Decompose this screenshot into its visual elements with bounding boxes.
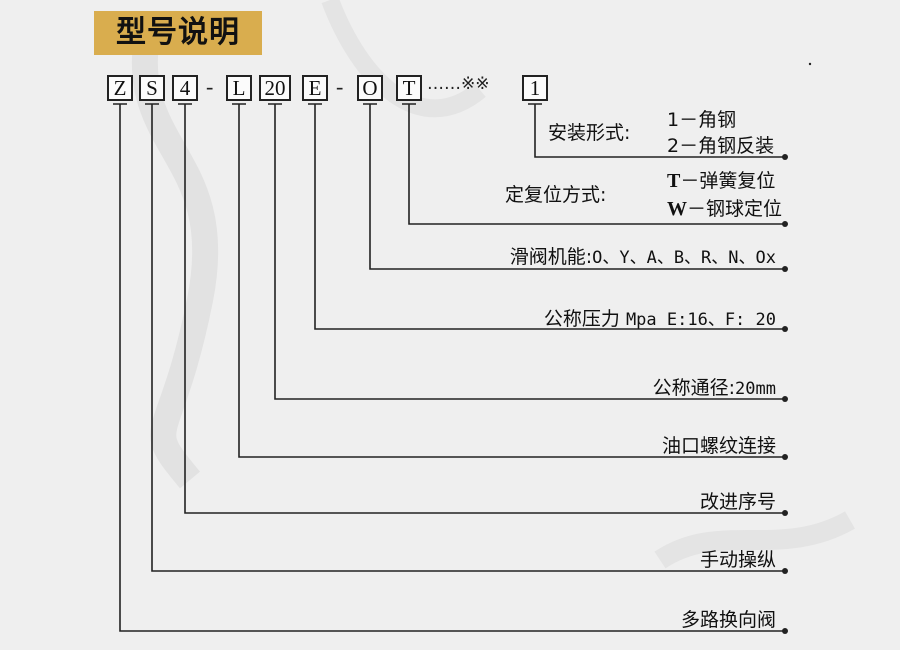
install-option-2: 2－角钢反装 xyxy=(667,135,775,157)
code-box-s: S xyxy=(139,75,165,101)
code-dash: - xyxy=(206,74,214,99)
thread-label: 油口螺纹连接 xyxy=(661,435,776,457)
bore-prefix: 公称通径: xyxy=(652,377,736,399)
pressure-value: Mpa E:16、F: 20 xyxy=(625,310,776,330)
code-box-l: L xyxy=(226,75,252,101)
install-option-1: 1－角钢 xyxy=(667,109,737,131)
code-box-e: E xyxy=(302,75,328,101)
pressure-label: 公称压力 Mpa E:16、F: 20 xyxy=(544,304,776,331)
multiway-valve-label: 多路换向阀 xyxy=(680,609,776,631)
valve-function-value: O、Y、A、B、R、N、Ox xyxy=(592,248,776,268)
manual-label: 手动操纵 xyxy=(699,549,776,571)
install-type-label: 安装形式: xyxy=(548,122,631,144)
bore-label: 公称通径:20mm xyxy=(653,373,776,400)
revision-label: 改进序号 xyxy=(699,491,776,513)
reset-type-label: 定复位方式: xyxy=(505,184,607,206)
valve-function-prefix: 滑阀机能: xyxy=(509,246,593,268)
code-box-1: 1 xyxy=(522,75,548,101)
reset-option-t-code: T xyxy=(667,170,681,192)
code-box-t: T xyxy=(396,75,422,101)
code-ellipsis: ……※※ xyxy=(427,74,490,94)
bore-value: 20mm xyxy=(735,379,776,399)
reset-option-t-text: －弹簧复位 xyxy=(680,170,776,192)
reset-option-w-code: W xyxy=(667,198,687,220)
code-dash: - xyxy=(336,74,344,99)
code-box-4: 4 xyxy=(172,75,198,101)
reset-option-w-text: －钢球定位 xyxy=(687,198,783,220)
valve-function-label: 滑阀机能:O、Y、A、B、R、N、Ox xyxy=(510,242,776,269)
code-box-o: O xyxy=(357,75,383,101)
code-box-z: Z xyxy=(107,75,133,101)
reset-option-w: W－钢球定位 xyxy=(667,194,782,221)
pressure-prefix: 公称压力 xyxy=(543,308,620,330)
code-box-20: 20 xyxy=(259,75,291,101)
page-title: 型号说明 xyxy=(94,11,262,55)
reset-option-t: T－弹簧复位 xyxy=(667,166,775,193)
